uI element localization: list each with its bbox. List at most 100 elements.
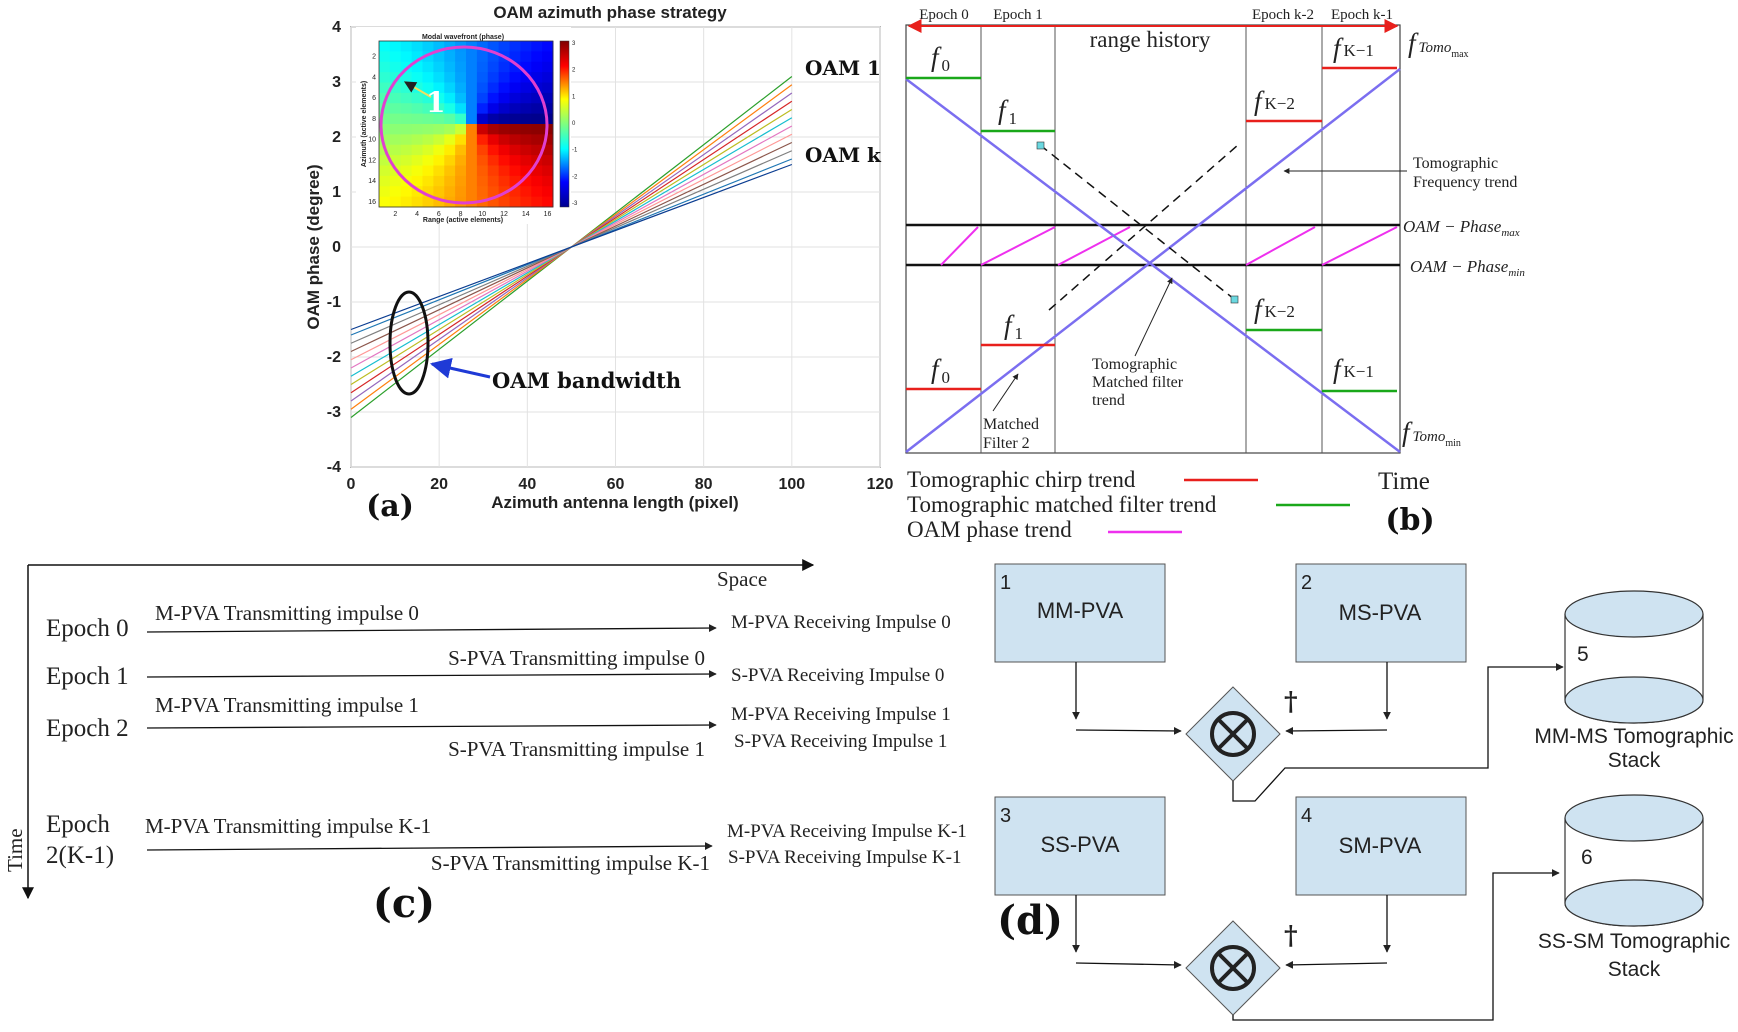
heatmap-cell bbox=[466, 103, 478, 115]
box-ms-pva-rect bbox=[1295, 563, 1467, 663]
heatmap-cell bbox=[455, 134, 467, 146]
heatmap-cell bbox=[411, 124, 423, 135]
multiply-icon bbox=[1210, 711, 1256, 757]
stack-5-label-1: MM-MS Tomographic bbox=[1534, 725, 1733, 748]
colorbar-tick: 2 bbox=[572, 68, 576, 74]
heatmap-cell bbox=[531, 144, 543, 156]
heatmap-cell bbox=[444, 175, 456, 187]
heatmap-cell bbox=[498, 134, 510, 146]
heatmap-cell bbox=[466, 82, 478, 94]
y-axis-label: OAM phase (degree) bbox=[304, 164, 323, 329]
heatmap-cell bbox=[433, 51, 445, 63]
box-mm-pva-rect bbox=[994, 563, 1166, 663]
legend-chirp-label: Tomographic chirp trend bbox=[907, 467, 1136, 492]
heatmap-cell bbox=[498, 92, 510, 104]
heatmap-cell bbox=[509, 144, 521, 156]
heatmap-cell bbox=[411, 51, 423, 63]
inset-y-tick: 10 bbox=[368, 137, 376, 144]
heatmap-cell bbox=[520, 186, 532, 198]
heatmap-cell bbox=[509, 103, 521, 115]
heatmap-cell bbox=[520, 165, 532, 177]
inset-colorbar bbox=[559, 40, 570, 208]
oam-phase-segment bbox=[940, 226, 979, 266]
inset-y-tick: 12 bbox=[368, 157, 376, 164]
s-pva-rx-k: S-PVA Receiving Impulse K-1 bbox=[728, 847, 961, 868]
heatmap-cell bbox=[379, 51, 391, 63]
oam-phase-segments bbox=[940, 226, 1398, 266]
box-3-text: SS-PVA bbox=[1040, 832, 1119, 857]
heatmap-cell bbox=[509, 41, 521, 52]
heatmap-cell bbox=[542, 82, 554, 94]
stack-bottom bbox=[1564, 676, 1704, 724]
colorbar-tick: 1 bbox=[572, 94, 576, 100]
y-tick-label: 0 bbox=[332, 239, 341, 256]
inset-frame bbox=[378, 40, 554, 208]
heatmap-cell bbox=[542, 72, 554, 83]
heatmap-cell bbox=[379, 124, 391, 135]
inset-x-tick: 10 bbox=[478, 211, 486, 218]
x-tick-label: 100 bbox=[778, 476, 805, 493]
heatmap-cell bbox=[379, 61, 391, 73]
heatmap-cell bbox=[487, 175, 500, 187]
s-pva-rx-0: S-PVA Receiving Impulse 0 bbox=[731, 665, 944, 686]
heatmap-cell bbox=[498, 165, 510, 177]
heatmap-cell bbox=[509, 92, 521, 104]
heatmap-cell bbox=[422, 113, 434, 125]
mf-trend-label-2: Matched filter bbox=[1092, 374, 1184, 391]
s-pva-tx-1: S-PVA Transmitting impulse 1 bbox=[448, 737, 705, 761]
heatmap-cell bbox=[455, 103, 467, 115]
heatmap-cell bbox=[400, 124, 413, 135]
heatmap-cell bbox=[476, 41, 489, 52]
heatmap-cell bbox=[531, 61, 543, 73]
colorbar-tick: 0 bbox=[572, 121, 576, 127]
heatmap-cell bbox=[466, 175, 478, 187]
panel-b-legend: Tomographic chirp trend Tomographic matc… bbox=[907, 467, 1350, 542]
s-pva-tx-k: S-PVA Transmitting impulse K-1 bbox=[431, 851, 710, 875]
heatmap-cell bbox=[411, 144, 423, 156]
box-3-number: 3 bbox=[1000, 805, 1011, 827]
y-tick-label: -3 bbox=[327, 404, 341, 421]
heatmap-cell bbox=[444, 155, 456, 166]
tomo-up-chirp bbox=[905, 68, 1401, 453]
heatmap-cell bbox=[400, 51, 413, 63]
heatmap-cell bbox=[487, 41, 500, 52]
connector bbox=[1285, 960, 1388, 969]
heatmap-cell bbox=[531, 165, 543, 177]
heatmap-cell bbox=[498, 41, 510, 52]
inset-heatmap bbox=[379, 41, 554, 208]
connector bbox=[1232, 869, 1560, 1021]
heatmap-cell bbox=[520, 196, 532, 208]
panel-d-label: (d) bbox=[997, 897, 1063, 944]
legend-oam-label: OAM phase trend bbox=[907, 517, 1072, 542]
heatmap-cell bbox=[498, 196, 510, 208]
heatmap-cell bbox=[542, 186, 554, 198]
heatmap-cell bbox=[400, 41, 413, 52]
heatmap-cell bbox=[476, 165, 489, 177]
connectors-bottom bbox=[1072, 869, 1560, 1021]
series-line bbox=[350, 163, 793, 331]
heatmap-cell bbox=[466, 186, 478, 198]
heatmap-cell bbox=[455, 92, 467, 104]
epoch-k-label: Epoch bbox=[46, 811, 110, 838]
inset-x-tick: 6 bbox=[437, 211, 441, 218]
heatmap-cell bbox=[422, 82, 434, 94]
heatmap-cell bbox=[400, 186, 413, 198]
heatmap-cell bbox=[389, 113, 402, 125]
y-tick-label: -2 bbox=[327, 349, 341, 366]
s-pva-tx-0: S-PVA Transmitting impulse 0 bbox=[448, 646, 705, 670]
heatmap-cell bbox=[400, 72, 413, 83]
x-tick-label: 80 bbox=[695, 476, 713, 493]
heatmap-cell bbox=[444, 51, 456, 63]
heatmap-cell bbox=[520, 82, 532, 94]
heatmap-cell bbox=[400, 196, 413, 208]
x-tick-label: 120 bbox=[867, 476, 894, 493]
heatmap-cell bbox=[433, 134, 445, 146]
heatmap-cell bbox=[520, 61, 532, 73]
heatmap-cell bbox=[433, 175, 445, 187]
heatmap-cell bbox=[422, 196, 434, 208]
heatmap-cell bbox=[487, 113, 500, 125]
heatmap-cell bbox=[389, 124, 402, 135]
colorbar-tick: -1 bbox=[572, 148, 578, 154]
heatmap-cell bbox=[455, 144, 467, 156]
